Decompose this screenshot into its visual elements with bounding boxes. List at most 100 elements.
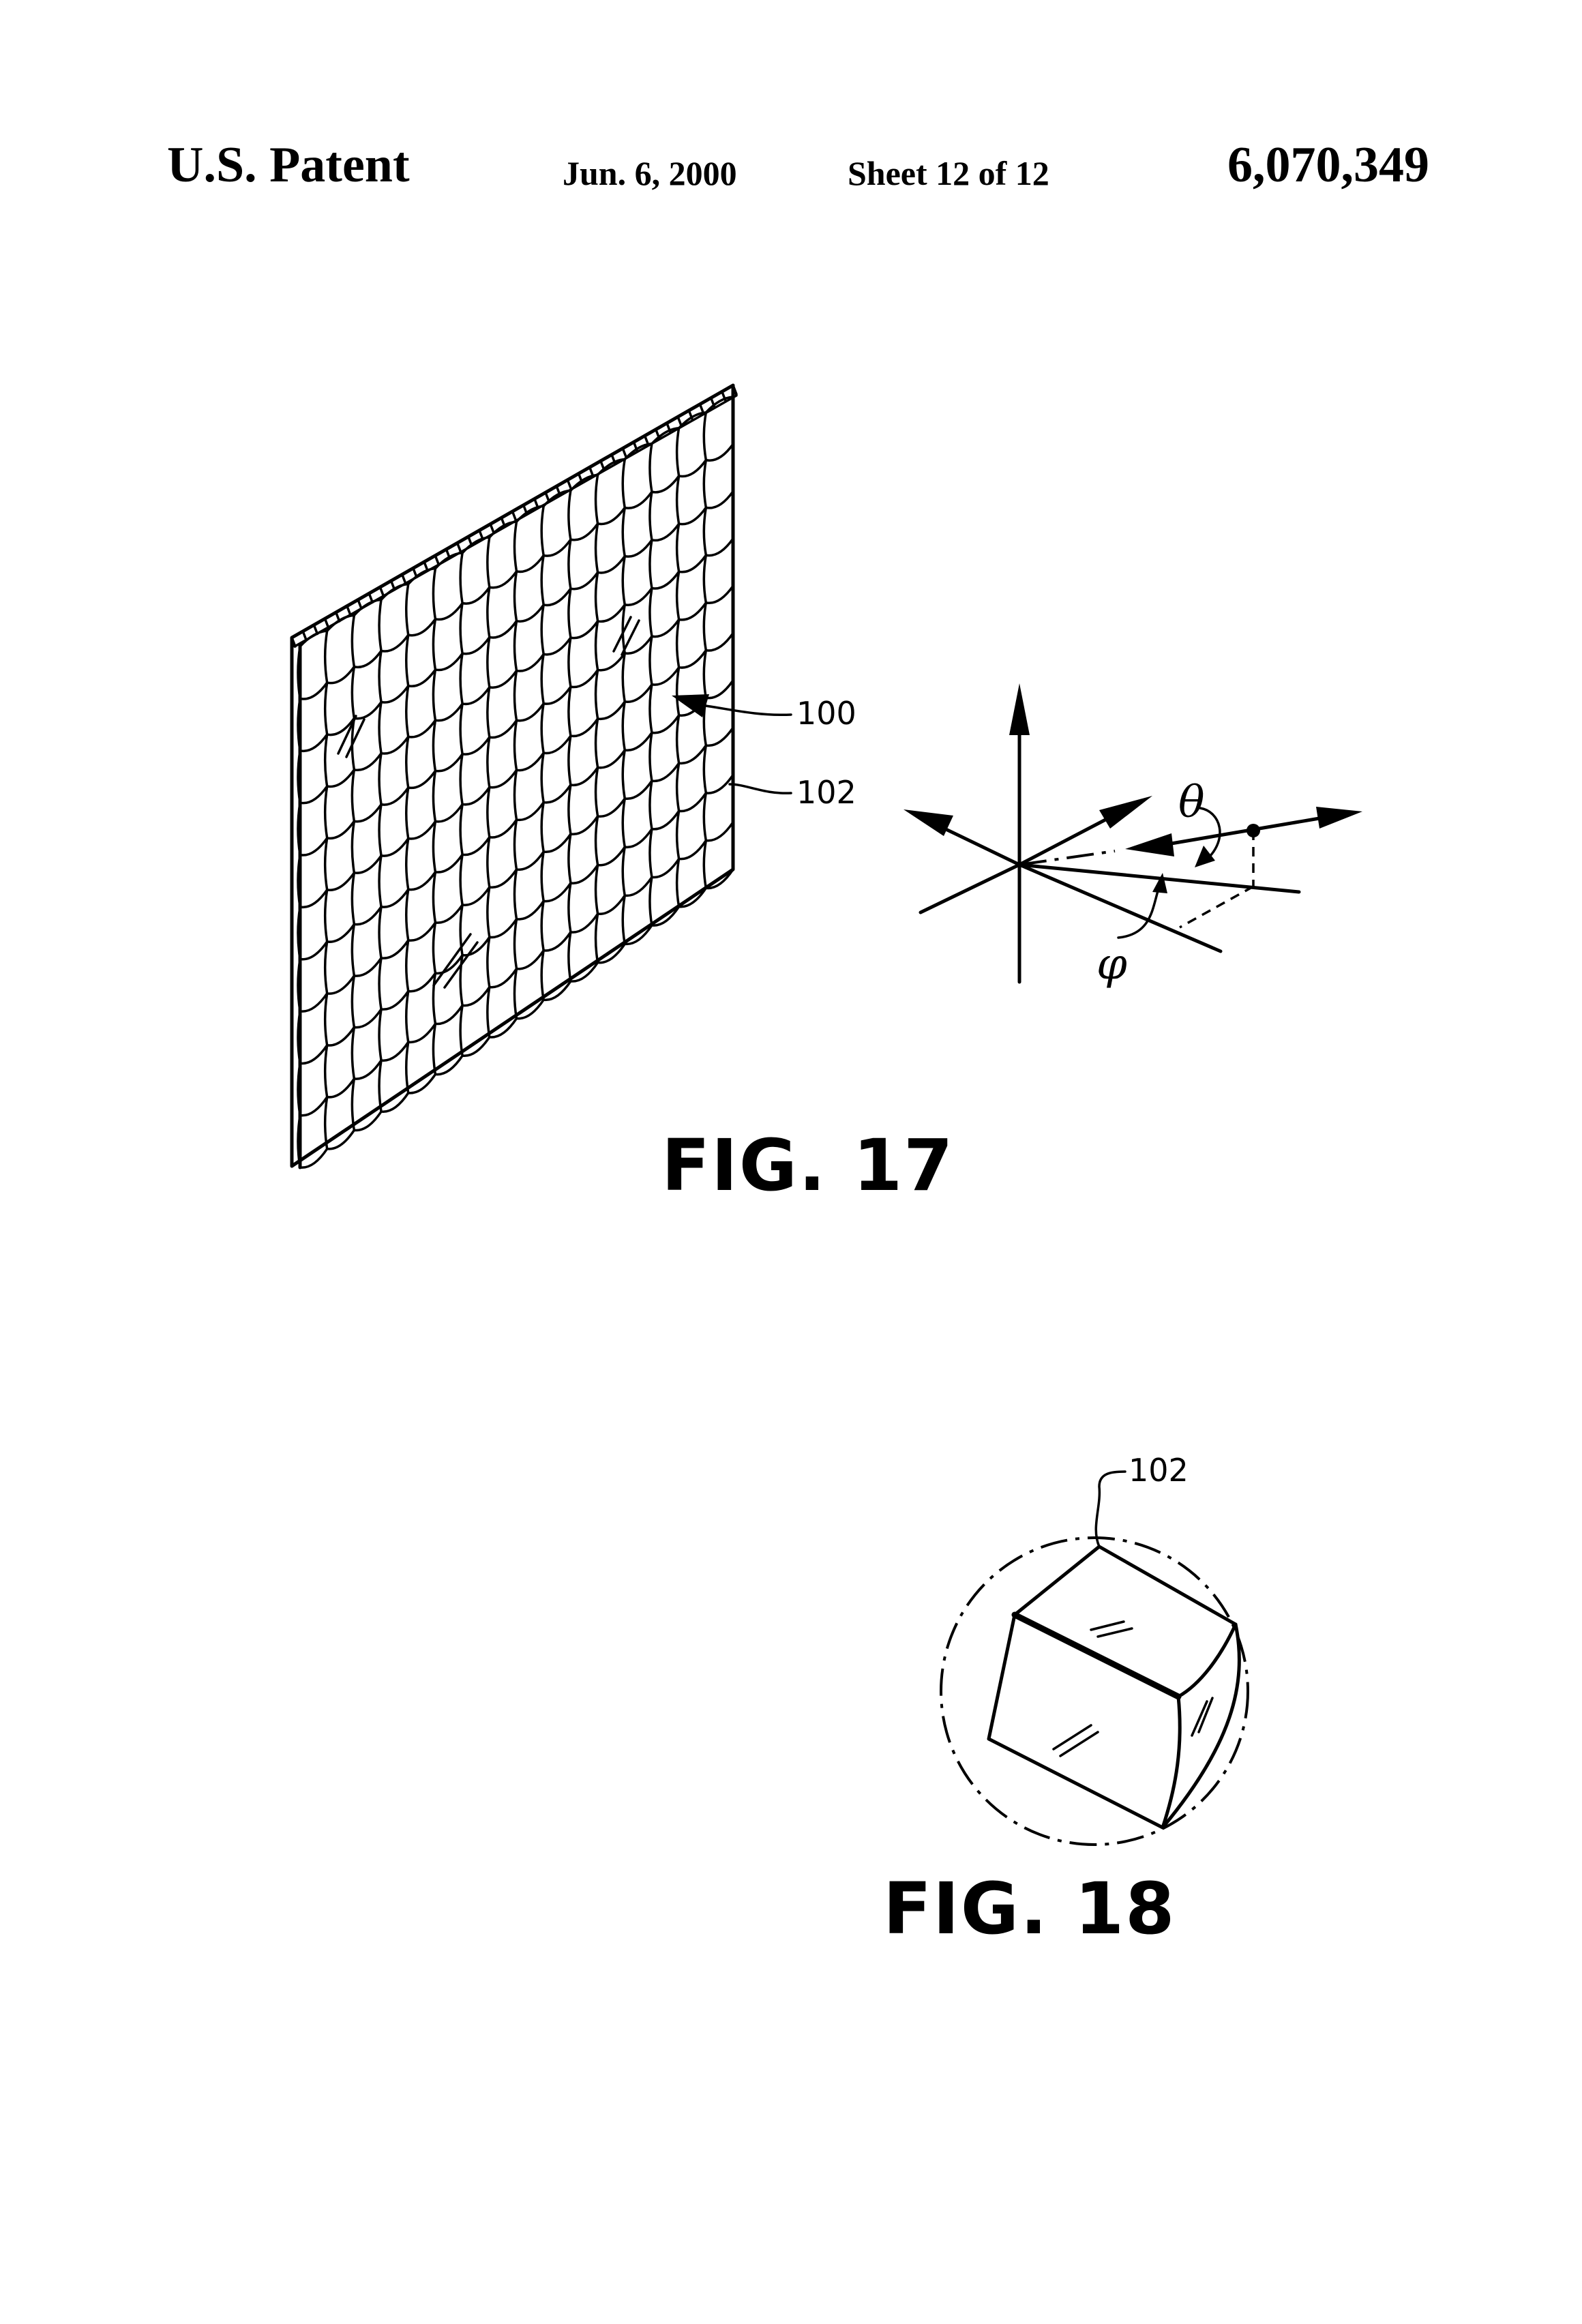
lenslet-grid	[297, 396, 734, 1169]
lenslet-cell	[540, 751, 572, 804]
lenslet-cell	[378, 598, 410, 653]
lenslet-cell	[432, 567, 464, 621]
lenslet-cell	[486, 835, 518, 889]
lenslet-cell	[297, 1062, 329, 1117]
lenslet-cell	[405, 685, 437, 739]
lenslet-cell	[675, 762, 708, 813]
lenslet-cell	[702, 649, 734, 700]
lenslet-top-arc	[542, 489, 572, 507]
lenslet-cell	[702, 839, 734, 890]
lenslet-cell	[432, 668, 464, 722]
lenslet-cell	[378, 751, 410, 806]
lenslet-top-arc	[569, 473, 599, 492]
lenslet-cell	[350, 666, 383, 720]
fig18-label: FIG. 18	[883, 1867, 1176, 1950]
lenslet-cell	[378, 803, 410, 857]
lenslet-cell	[378, 906, 410, 959]
lenslet-cell	[675, 427, 708, 478]
lenslet-cell	[323, 1095, 356, 1150]
edge-tick	[357, 598, 363, 610]
lenslet-cell	[486, 786, 518, 839]
edge-tick	[687, 409, 694, 421]
lenslet-cell	[567, 833, 599, 884]
lenslet-cell	[675, 618, 708, 669]
lenslet-top-arc	[461, 536, 491, 554]
lenslet-cell	[486, 936, 518, 989]
lenslet-cell	[621, 554, 653, 606]
lenslet-cell	[513, 520, 545, 573]
lenslet-cell	[594, 473, 626, 526]
lenslet-cell	[513, 868, 545, 921]
lenslet-cell	[621, 700, 653, 752]
lenslet-cell	[702, 458, 734, 509]
edge-tick	[610, 453, 616, 465]
detail-circle	[940, 1536, 1249, 1846]
lenslet-cell	[648, 539, 681, 590]
lenslet-cell	[405, 989, 437, 1044]
lenslet-cell	[297, 645, 329, 700]
lenslet-cell	[567, 882, 599, 934]
lenslet-top-arc	[488, 520, 518, 539]
lenslet-cell	[350, 717, 383, 772]
lenslet-cell	[594, 668, 626, 721]
edge-tick	[709, 396, 716, 408]
edge-tick	[301, 630, 308, 642]
lenslet-cell	[432, 870, 464, 924]
lenslet-cell	[405, 837, 437, 891]
lenslet-cell	[594, 815, 626, 867]
edge-tick	[676, 415, 683, 427]
lenslet-cell	[648, 442, 681, 494]
lenslet-cell	[486, 636, 518, 689]
edge-tick	[500, 516, 507, 528]
lenslet-cell	[405, 582, 437, 637]
lens-glints	[337, 616, 640, 989]
lenslet-cell	[459, 803, 491, 856]
lenslet-cell	[297, 1010, 329, 1065]
fig18-ref-102-label: 102	[1129, 1452, 1189, 1489]
lenslet-cell	[297, 957, 329, 1013]
lenslet-cell	[432, 1022, 464, 1076]
lenslet-cell	[297, 906, 329, 961]
edge-tick	[401, 573, 407, 585]
y-axis-arrowhead	[1099, 796, 1152, 829]
edge-tick	[378, 586, 385, 597]
edge-tick	[489, 522, 495, 535]
lenslet-cell	[432, 719, 464, 773]
lenslet-cell	[675, 570, 708, 621]
lenslet-cell	[567, 784, 599, 835]
fig17-label: FIG. 17	[661, 1124, 955, 1207]
lenslet-cell	[486, 586, 518, 639]
lenslet-cell	[567, 538, 599, 591]
lenslet-cell	[297, 1114, 329, 1169]
lenslet-cell	[648, 635, 681, 686]
lenslet-cell	[405, 735, 437, 790]
lenslet-cell	[648, 827, 681, 879]
edge-tick	[621, 447, 627, 459]
edge-tick	[389, 580, 396, 591]
edge-tick	[334, 611, 341, 623]
lenslet-cell	[621, 846, 653, 897]
lenslet-cell	[621, 652, 653, 703]
edge-tick	[323, 617, 330, 629]
lenslet-cell	[540, 949, 572, 1002]
lenslet-cell	[540, 801, 572, 853]
header-date: Jun. 6, 2000	[563, 154, 737, 192]
lenslet-cell	[350, 769, 383, 823]
lenslet-cell	[405, 786, 437, 840]
lenslet-cell	[297, 749, 329, 805]
lenslet-cell	[459, 853, 491, 906]
lenslet-cell	[594, 863, 626, 915]
lenslet-cell	[702, 744, 734, 794]
lenslet-cell	[459, 552, 491, 605]
lenslet-top-arc	[325, 614, 356, 632]
lenslet-cell	[594, 766, 626, 818]
edge-tick	[434, 554, 441, 566]
lenslet-cell	[702, 554, 734, 605]
edge-tick	[456, 541, 462, 553]
lenslet-top-arc	[596, 458, 626, 477]
ref-100-label: 100	[796, 695, 856, 732]
lenslet-cell	[675, 809, 708, 861]
fig17-coordinate-axes: θ φ	[904, 683, 1362, 989]
lenslet-cell	[540, 702, 572, 755]
lenslet-cell	[432, 820, 464, 874]
